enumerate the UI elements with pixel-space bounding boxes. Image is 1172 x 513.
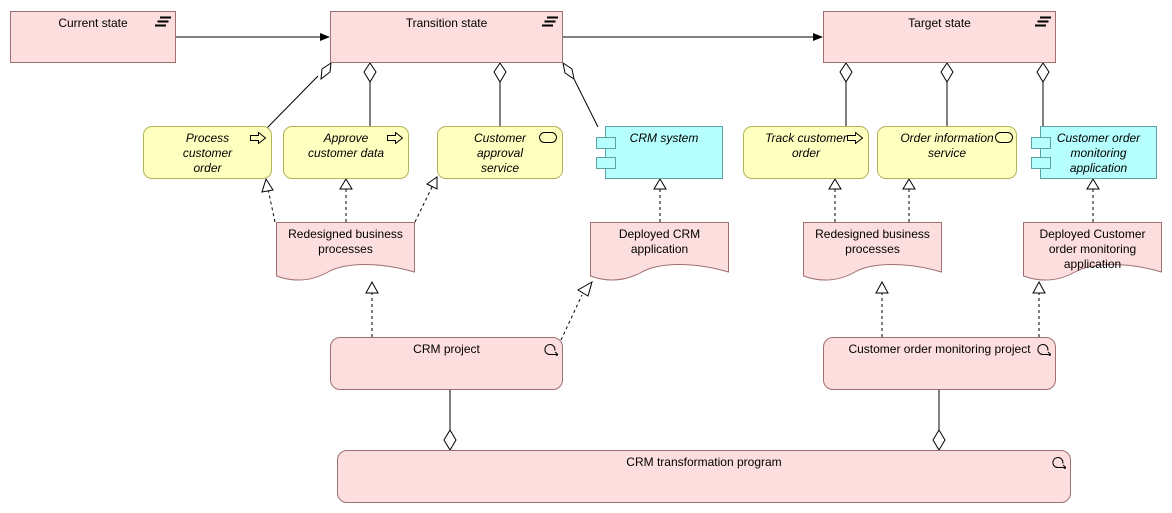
customer-approval-service[interactable]: Customer approval service: [437, 126, 563, 179]
service-icon: [539, 132, 557, 143]
track-customer-order[interactable]: Track customer order: [743, 126, 869, 179]
work-package-crm-program-label: CRM transformation program: [626, 455, 782, 469]
plateau-icon: [1035, 16, 1051, 27]
aggregation-program-crm-project: [443, 390, 457, 451]
plateau-icon: [155, 16, 171, 27]
customer-approval-service-label: Customer approval service: [473, 131, 526, 175]
deliverable-label: Redesigned business processes: [815, 227, 930, 256]
work-package-icon: [1037, 344, 1051, 356]
work-package-crm-transformation-program[interactable]: CRM transformation program: [337, 450, 1071, 503]
deliverable-deployed-crm-application[interactable]: Deployed CRM application: [590, 222, 729, 284]
crm-system-label: CRM system: [629, 131, 699, 145]
approve-customer-data-label: Approve customer data: [307, 131, 385, 160]
realization-rbp2-order-info: [902, 178, 916, 222]
realization-crm-project-rbp: [365, 280, 379, 337]
process-arrow-icon: [250, 132, 266, 144]
customer-order-monitoring-application-label: Customer order monitoring application: [1056, 131, 1141, 175]
realization-crm-project-deployed: [560, 280, 593, 341]
aggregation-program-com-project: [932, 390, 946, 451]
process-customer-order-label: Process customer order: [182, 131, 233, 175]
deliverable-shape: [1023, 222, 1162, 281]
work-package-com-project-label: Customer order monitoring project: [848, 342, 1031, 356]
realization-com-project-deployed: [1032, 280, 1046, 337]
work-package-customer-order-monitoring-project[interactable]: Customer order monitoring project: [823, 337, 1056, 390]
track-customer-order-label: Track customer order: [765, 131, 847, 160]
deliverable-shape: [590, 222, 729, 281]
component-icon: [596, 137, 616, 171]
plateau-current-state-label: Current state: [58, 16, 128, 30]
deliverable-shape: [803, 222, 942, 281]
deliverable-shape: [276, 222, 415, 281]
deliverable-label: Deployed Customer order monitoring appli…: [1039, 227, 1146, 271]
realization-rbp-service: [414, 176, 438, 223]
aggregation-transition-process: [266, 61, 332, 129]
realization-deployed-crm-system: [653, 178, 667, 222]
aggregation-transition-service: [493, 62, 507, 127]
realization-rbp2-track: [828, 178, 842, 222]
work-package-icon: [1052, 457, 1066, 469]
aggregation-target-com-app: [1036, 62, 1050, 127]
plateau-icon: [542, 16, 558, 27]
aggregation-target-order-info: [940, 62, 954, 127]
process-arrow-icon: [847, 132, 863, 144]
plateau-current-state[interactable]: Current state: [10, 11, 176, 63]
aggregation-transition-approve: [363, 62, 377, 127]
plateau-transition-state[interactable]: Transition state: [330, 11, 563, 63]
realization-deployed-com-app: [1086, 178, 1100, 222]
realization-rbp-approve: [339, 178, 353, 222]
plateau-target-state[interactable]: Target state: [823, 11, 1056, 63]
work-package-crm-project-label: CRM project: [413, 342, 480, 356]
process-customer-order[interactable]: Process customer order: [143, 126, 272, 179]
deliverable-label: Deployed CRM application: [618, 227, 701, 256]
deliverable-redesigned-business-processes-left[interactable]: Redesigned business processes: [276, 222, 415, 284]
realization-com-project-rbp2: [875, 280, 889, 337]
work-package-icon: [544, 344, 558, 356]
order-information-service[interactable]: Order information service: [877, 126, 1017, 179]
plateau-transition-state-label: Transition state: [405, 16, 488, 30]
work-package-crm-project[interactable]: CRM project: [330, 337, 563, 390]
customer-order-monitoring-application[interactable]: Customer order monitoring application: [1031, 126, 1157, 179]
aggregation-target-track: [839, 62, 853, 127]
deliverable-label: Redesigned business processes: [288, 227, 403, 256]
deliverable-deployed-customer-order-monitoring-application[interactable]: Deployed Customer order monitoring appli…: [1023, 222, 1162, 284]
approve-customer-data[interactable]: Approve customer data: [283, 126, 409, 179]
component-icon: [1031, 137, 1051, 171]
order-information-service-label: Order information service: [900, 131, 994, 160]
deliverable-redesigned-business-processes-right[interactable]: Redesigned business processes: [803, 222, 942, 284]
process-arrow-icon: [387, 132, 403, 144]
plateau-target-state-label: Target state: [908, 16, 971, 30]
service-icon: [995, 132, 1013, 143]
aggregation-transition-crm-system: [562, 61, 599, 128]
crm-system[interactable]: CRM system: [596, 126, 723, 179]
realization-rbp-process: [261, 177, 276, 223]
